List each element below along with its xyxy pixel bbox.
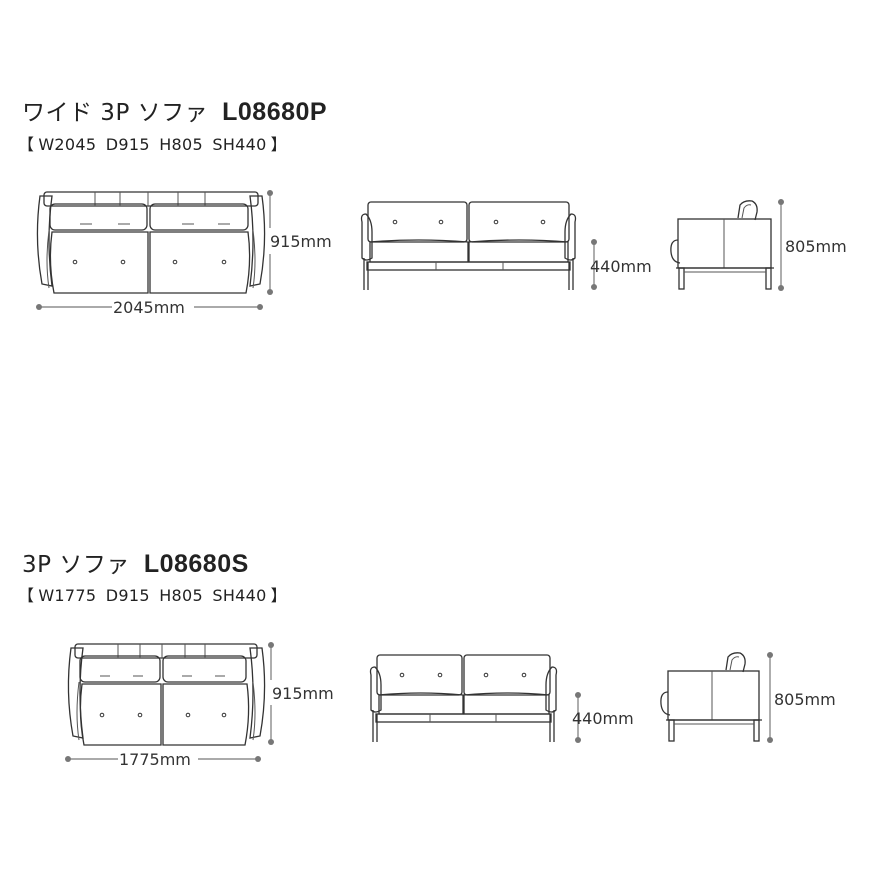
- spec-bracket-open: 【: [18, 135, 35, 154]
- spec-bracket-close: 】: [270, 586, 287, 605]
- spec-depth: D915: [105, 586, 150, 605]
- depth-label: 915mm: [272, 684, 334, 703]
- spec-seat-height: SH440: [212, 135, 267, 154]
- height-dimension-wide: 805mm: [778, 199, 847, 291]
- seat-height-dimension-3p: 440mm: [572, 692, 634, 743]
- spec-width: W1775: [38, 586, 97, 605]
- spec-height: H805: [159, 586, 203, 605]
- width-dimension-wide: 2045mm: [36, 298, 263, 317]
- product-title-wide-3p: ワイド 3P ソファ L08680P: [22, 93, 327, 127]
- front-view-3p: [369, 654, 558, 742]
- front-view-wide: [360, 201, 577, 290]
- side-view-wide: [670, 200, 774, 290]
- top-view-3p: [67, 643, 266, 746]
- product-name: 3P ソファ: [22, 552, 130, 578]
- product-code: L08680S: [143, 550, 249, 578]
- height-label: 805mm: [785, 237, 847, 256]
- spec-depth: D915: [105, 135, 150, 154]
- height-label: 805mm: [774, 690, 836, 709]
- seat-height-label: 440mm: [590, 257, 652, 276]
- seat-height-dimension-wide: 440mm: [590, 239, 652, 290]
- product-specs: 【W2045 D915 H805 SH440】: [18, 131, 291, 155]
- spec-bracket-close: 】: [270, 135, 287, 154]
- width-label: 2045mm: [113, 298, 185, 317]
- seat-height-label: 440mm: [572, 709, 634, 728]
- side-view-3p: [660, 652, 762, 742]
- product-title-3p: 3P ソファ L08680S: [22, 545, 249, 579]
- height-dimension-3p: 805mm: [767, 652, 836, 743]
- spec-height: H805: [159, 135, 203, 154]
- product-name: ワイド 3P ソファ: [22, 100, 209, 126]
- product-code: L08680P: [222, 98, 328, 126]
- product-specs: 【W1775 D915 H805 SH440】: [18, 582, 291, 606]
- spec-width: W2045: [38, 135, 97, 154]
- width-label: 1775mm: [119, 750, 191, 769]
- depth-label: 915mm: [270, 232, 332, 251]
- width-dimension-3p: 1775mm: [65, 750, 261, 769]
- spec-bracket-open: 【: [18, 586, 35, 605]
- depth-dimension-3p: 915mm: [268, 642, 334, 745]
- top-view-wide: [36, 191, 266, 294]
- depth-dimension-wide: 915mm: [267, 190, 332, 295]
- spec-seat-height: SH440: [212, 586, 267, 605]
